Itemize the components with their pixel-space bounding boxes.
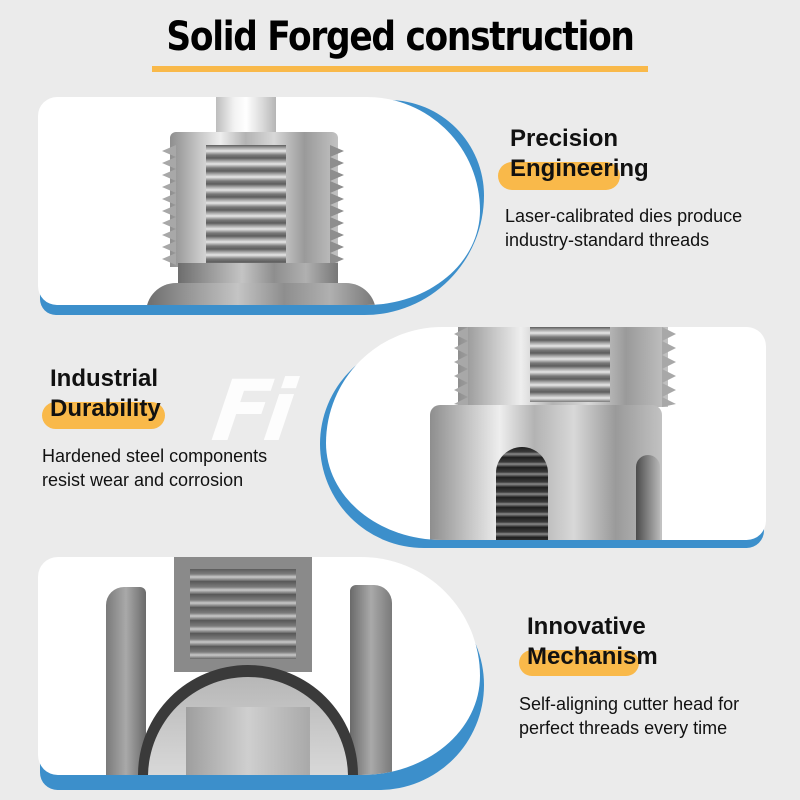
feature-heading: Industrial Durability xyxy=(42,364,330,429)
product-image-panel xyxy=(326,327,766,540)
cutter-jaw-right xyxy=(350,585,392,775)
description-line-1: Self-aligning cutter head for xyxy=(519,694,740,714)
description-line-1: Laser-calibrated dies produce xyxy=(505,206,743,226)
page-title: Solid Forged construction xyxy=(166,14,635,60)
die-internal-threads xyxy=(206,145,286,263)
left-thread-teeth-icon xyxy=(162,145,176,265)
cutter-core xyxy=(186,707,310,775)
heading-highlight xyxy=(42,402,165,429)
feature-text-mechanism: Innovative Mechanism Self-aligning cutte… xyxy=(519,612,797,740)
title-underline xyxy=(152,66,648,72)
heading-line-2: Mechanism xyxy=(527,643,658,670)
description-line-2: resist wear and corrosion xyxy=(42,470,244,490)
heading-line-1: Precision xyxy=(510,125,619,152)
threaded-die-closeup xyxy=(216,97,276,132)
feature-description: Hardened steel components resist wear an… xyxy=(42,444,330,492)
product-image-panel xyxy=(38,557,480,775)
heading-highlight xyxy=(519,650,639,676)
description-line-1: Hardened steel components xyxy=(42,446,268,466)
description-line-2: perfect threads every time xyxy=(519,718,728,738)
description-line-2: industry-standard threads xyxy=(505,230,710,250)
left-thread-teeth-icon xyxy=(454,327,468,407)
feature-text-durability: Industrial Durability Hardened steel com… xyxy=(42,364,330,492)
right-thread-teeth-icon xyxy=(330,145,344,265)
collar-threads xyxy=(530,327,610,402)
heading-line-1: Industrial xyxy=(50,365,159,392)
heading-highlight xyxy=(498,162,620,190)
feature-heading: Innovative Mechanism xyxy=(519,612,797,676)
die-base xyxy=(146,283,376,305)
feature-description: Self-aligning cutter head for perfect th… xyxy=(519,692,797,740)
right-thread-teeth-icon xyxy=(662,327,676,407)
product-image-panel xyxy=(38,97,480,305)
cutter-threads xyxy=(190,569,296,659)
cutter-jaw-left xyxy=(106,587,146,775)
heading-line-2: Engineering xyxy=(510,155,649,182)
die-collar xyxy=(178,263,338,285)
header: Solid Forged construction xyxy=(0,0,800,80)
feature-text-precision: Precision Engineering Laser-calibrated d… xyxy=(498,124,790,252)
collar-slot-left xyxy=(496,447,548,540)
feature-heading: Precision Engineering xyxy=(498,124,790,190)
heading-line-2: Durability xyxy=(50,395,161,422)
heading-line-1: Innovative xyxy=(527,613,646,640)
feature-description: Laser-calibrated dies produce industry-s… xyxy=(505,204,790,252)
collar-slot-right xyxy=(636,455,660,540)
